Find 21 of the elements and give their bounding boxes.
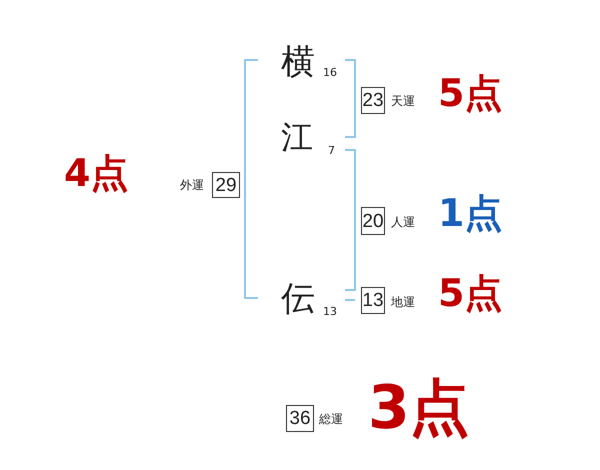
- fortune-label: 総運: [319, 413, 343, 425]
- number-box: 29: [212, 172, 240, 198]
- fortune-label: 地運: [391, 296, 415, 308]
- number-box: 36: [286, 405, 314, 432]
- number-box: 20: [361, 207, 385, 235]
- fortune-label: 天運: [391, 95, 415, 107]
- score-text: 5点: [438, 274, 502, 312]
- score-text: 4点: [64, 154, 128, 192]
- name-character: 江: [281, 121, 313, 153]
- stroke-count: 16: [323, 67, 337, 78]
- name-character: 横: [281, 45, 315, 79]
- number-box: 23: [361, 87, 385, 114]
- score-text: 1点: [438, 194, 502, 232]
- number-box: 13: [361, 287, 385, 314]
- stroke-count: 7: [328, 145, 335, 156]
- fortune-label: 人運: [391, 216, 415, 228]
- fortune-label: 外運: [180, 179, 204, 191]
- score-text: 3点: [368, 378, 470, 438]
- score-text: 5点: [438, 74, 502, 112]
- name-character: 伝: [281, 282, 315, 316]
- stroke-count: 13: [323, 306, 337, 317]
